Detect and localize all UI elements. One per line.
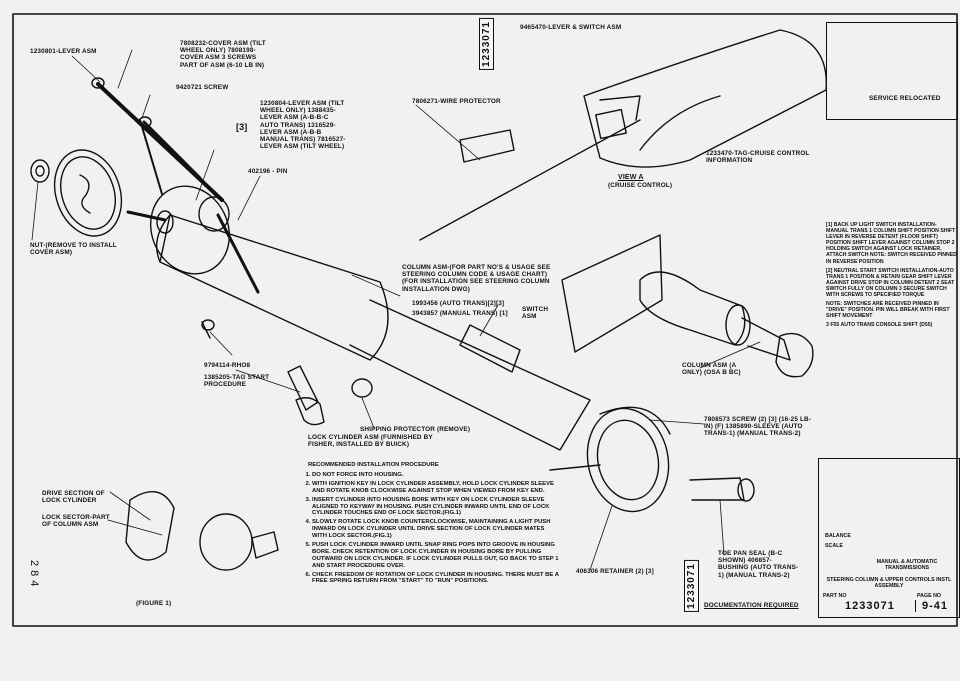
bolt bbox=[201, 319, 215, 331]
installation-notes: [1] BACK UP LIGHT SWITCH INSTALLATION-MA… bbox=[826, 222, 958, 332]
column-asm-a bbox=[561, 234, 663, 353]
label-wire-protector: 7806271-WIRE PROTECTOR bbox=[412, 98, 501, 105]
label-switch-asm: SWITCH ASM bbox=[522, 306, 549, 321]
cover-disc bbox=[53, 149, 123, 237]
label-screw-sleeve: 7808573 SCREW (2) [3] (16-25 LB-IN) (F) … bbox=[704, 416, 812, 438]
title-block-page-label: PAGE NO bbox=[917, 593, 942, 599]
label-drive-section: DRIVE SECTION OF LOCK CYLINDER bbox=[42, 490, 105, 505]
label-switch-manual: 3943857 (MANUAL TRANS) [1] bbox=[412, 310, 508, 317]
procedure-step: DO NOT FORCE INTO HOUSING. bbox=[312, 472, 560, 479]
shift-knob bbox=[775, 332, 814, 378]
lever-rod-2 bbox=[142, 120, 202, 180]
title-block-part-label: PART NO bbox=[823, 593, 847, 599]
note: [1] BACK UP LIGHT SWITCH INSTALLATION-MA… bbox=[826, 222, 957, 265]
column-tube bbox=[159, 214, 389, 361]
revision-block: SERVICE RELOCATED bbox=[826, 22, 958, 120]
label-view-a-sub: (CRUISE CONTROL) bbox=[608, 182, 673, 189]
procedure-step: WITH IGNITION KEY IN LOCK CYLINDER ASSEM… bbox=[312, 481, 560, 495]
procedure-step: INSERT CYLINDER INTO HOUSING BORE WITH K… bbox=[312, 497, 560, 517]
procedure-title: RECOMMENDED INSTALLATION PROCEDURE bbox=[308, 462, 439, 468]
label-retainer: 406306 RETAINER (2) [3] bbox=[576, 568, 654, 575]
label-cruise-info: 1233470-TAG-CRUISE CONTROL INFORMATION bbox=[706, 150, 810, 165]
drawing-border bbox=[12, 13, 958, 627]
drawing-number-top: 1233071 bbox=[479, 18, 494, 70]
label-column-asm-a: COLUMN ASM (A ONLY) (OSA B BC) bbox=[682, 362, 741, 377]
lever-knob bbox=[198, 196, 230, 232]
note: NOTE: SWITCHES ARE RECEIVED PINNED IN "D… bbox=[826, 301, 950, 320]
page-mark: 284 bbox=[28, 560, 40, 591]
title-block-scale: SCALE bbox=[825, 543, 843, 549]
label-shipping-protector: SHIPPING PROTECTOR (REMOVE) bbox=[360, 426, 471, 433]
cruise-lever bbox=[583, 29, 827, 168]
upper-housing bbox=[149, 185, 231, 275]
label-toe-pan: TOE PAN SEAL (B-C SHOWN) 406857-BUSHING … bbox=[718, 550, 799, 579]
label-lever-switch-asm: 9465470-LEVER & SWITCH ASM bbox=[520, 24, 622, 31]
label-documentation: DOCUMENTATION REQUIRED bbox=[704, 602, 799, 609]
note: 3 F55 AUTO TRANS CONSOLE SHIFT (D55) bbox=[826, 322, 933, 329]
label-lever-asm-group: 1230804-LEVER ASM (TILT WHEEL ONLY) 1388… bbox=[260, 100, 346, 151]
label-bracket-3: [3] bbox=[236, 122, 248, 132]
label-bolt-part: 9794114-RHO8 bbox=[204, 362, 251, 369]
label-pin: 402196 - PIN bbox=[248, 168, 288, 175]
note: [2] NEUTRAL START SWITCH INSTALLATION-AU… bbox=[826, 267, 955, 299]
label-cover-asm: 7808232-COVER ASM (TILT WHEEL ONLY) 7808… bbox=[180, 40, 266, 69]
label-lock-cylinder: LOCK CYLINDER ASM (FURNISHED BY FISHER, … bbox=[308, 434, 433, 449]
label-view-a: VIEW A bbox=[618, 174, 644, 181]
title-block-title: STEERING COLUMN & UPPER CONTROLS INSTL A… bbox=[826, 577, 952, 589]
label-lock-sector: LOCK SECTOR-PART OF COLUMN ASM bbox=[42, 514, 110, 529]
label-column-asm-note: COLUMN ASM-(FOR PART NO'S & USAGE SEE ST… bbox=[402, 264, 551, 293]
title-block-balance: BALANCE bbox=[825, 533, 851, 539]
procedure-step: PUSH LOCK CYLINDER INWARD UNTIL SNAP RIN… bbox=[312, 542, 560, 569]
installation-procedure: RECOMMENDED INSTALLATION PROCEDURE DO NO… bbox=[304, 462, 560, 588]
procedure-step: SLOWLY ROTATE LOCK KNOB COUNTERCLOCKWISE… bbox=[312, 519, 560, 539]
lock-cylinder bbox=[287, 365, 319, 411]
title-block-product: MANUAL & AUTOMATIC TRANSMISSIONS bbox=[876, 559, 938, 571]
label-nut: NUT-(REMOVE TO INSTALL COVER ASM) bbox=[30, 242, 117, 257]
revision-text: SERVICE RELOCATED bbox=[869, 95, 941, 102]
title-block-sheet-number: 9-41 bbox=[915, 600, 948, 612]
lever-rod-1 bbox=[96, 82, 224, 202]
lower-flange bbox=[586, 407, 670, 513]
title-block-drawing-number: 1233071 bbox=[845, 600, 895, 612]
label-switch-auto: 1993456 (AUTO TRANS)[2][3] bbox=[412, 300, 505, 307]
title-block: BALANCE SCALE MANUAL & AUTOMATIC TRANSMI… bbox=[818, 458, 960, 618]
drawing-number-bottom: 1233071 bbox=[684, 560, 699, 612]
steering-hub bbox=[30, 159, 50, 183]
label-figure-1: (FIGURE 1) bbox=[136, 600, 172, 607]
procedure-step: CHECK FREEDOM OF ROTATION OF LOCK CYLIND… bbox=[312, 572, 560, 586]
wire-protector-line bbox=[419, 119, 641, 241]
label-lever-asm-top: 1230801-LEVER ASM bbox=[30, 48, 97, 55]
figure-1-sketch bbox=[125, 491, 175, 561]
label-screw: 9420721 SCREW bbox=[176, 84, 229, 91]
label-start-tag: 1385205-TAG START PROCEDURE bbox=[204, 374, 270, 389]
shipping-protector bbox=[351, 378, 373, 398]
